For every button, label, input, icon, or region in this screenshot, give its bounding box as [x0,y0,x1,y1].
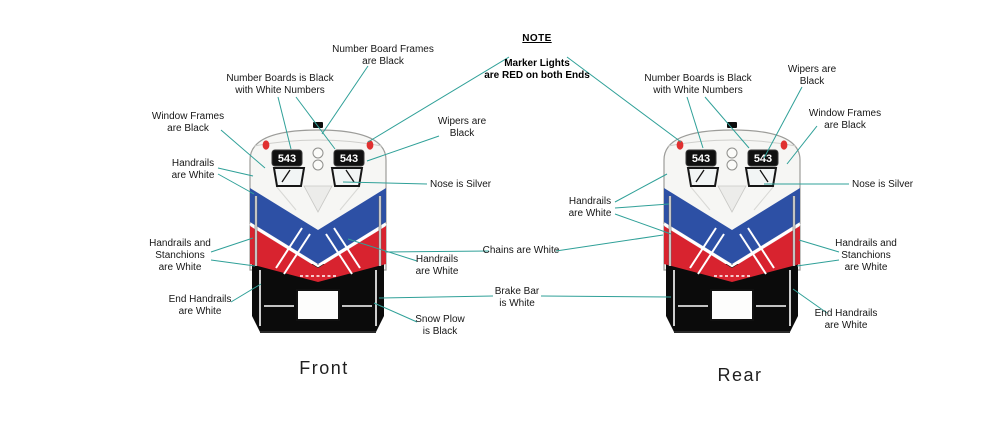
note-title: NOTE [522,32,552,44]
caption-rear: Rear [717,365,763,385]
label-window-frames-rear: Window Frames are Black [808,108,882,132]
label-handrails-rear: Handrails are White [568,196,612,220]
label-brake-bar: Brake Bar is White [494,286,540,310]
label-nose-front: Nose is Silver [430,179,492,190]
label-handrails-stanchions-rear: Handrails and Stanchions are White [835,238,897,274]
label-number-board-frames-front: Number Board Frames are Black [332,44,434,68]
note-body: Marker Lights are RED on both Ends [484,57,590,82]
label-chains: Chains are White [482,245,560,256]
locomotive-front-illustration [238,120,398,340]
note-block: NOTE Marker Lights are RED on both Ends [484,20,590,95]
label-window-frames-front: Window Frames are Black [151,111,225,135]
label-wipers-front: Wipers are Black [437,116,487,140]
leader-line [384,250,490,253]
label-handrails-upper-front: Handrails are White [171,158,215,182]
caption-front: Front [299,358,349,378]
label-end-handrails-front: End Handrails are White [168,294,232,318]
label-wipers-rear: Wipers are Black [787,64,837,88]
label-handrails-stanchions-front: Handrails and Stanchions are White [149,238,211,274]
label-handrails-lower-front: Handrails are White [415,254,459,278]
label-end-handrails-rear: End Handrails are White [814,308,878,332]
label-snow-plow-front: Snow Plow is Black [415,314,465,338]
locomotive-rear-illustration [652,120,812,340]
label-number-boards-front: Number Boards is Black with White Number… [226,73,334,97]
leader-line [555,234,664,252]
label-number-boards-rear: Number Boards is Black with White Number… [644,73,752,97]
label-nose-rear: Nose is Silver [852,179,914,190]
